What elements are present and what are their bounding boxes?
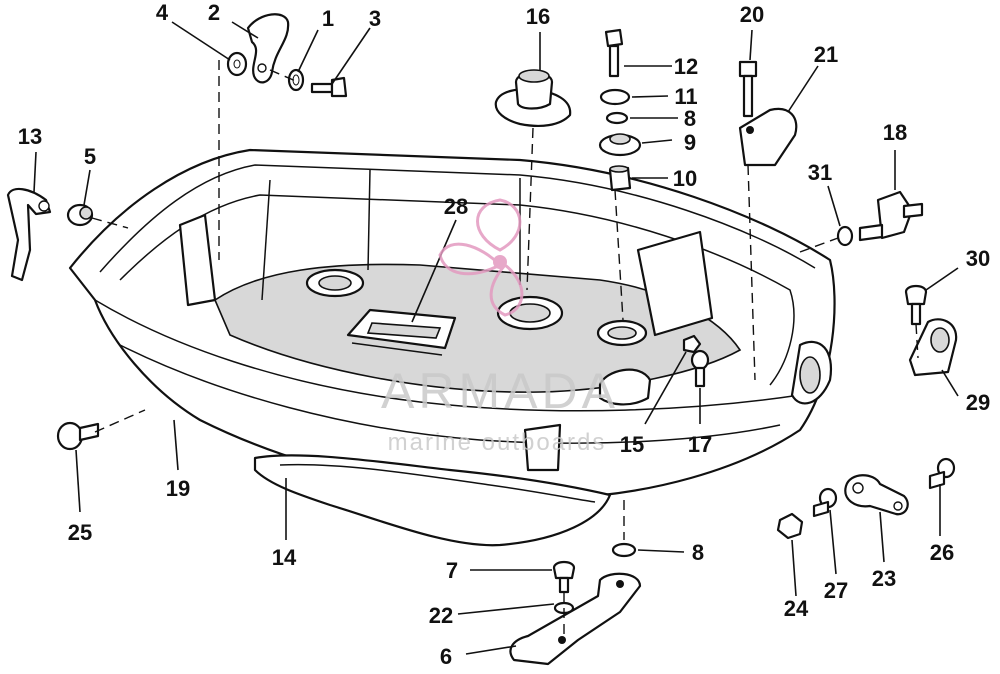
grommet-part-16 (494, 69, 572, 127)
callout-29: 29 (966, 390, 990, 415)
assembly-lines (91, 60, 919, 636)
callout-25: 25 (68, 520, 92, 545)
callout-19: 19 (166, 476, 190, 501)
washer-part-8 (605, 111, 629, 125)
watermark-tagline: marine outboards (388, 429, 607, 456)
sleeve-part-10 (608, 165, 632, 192)
callout-6: 6 (440, 644, 452, 669)
bottom-seal-part-14 (253, 454, 612, 547)
bracket-part-6 (509, 572, 642, 666)
callout-26: 26 (930, 540, 954, 565)
callout-2: 2 (208, 0, 220, 25)
callout-4: 4 (156, 0, 169, 25)
bolt-part-30 (904, 284, 928, 326)
clamp-part-29 (908, 318, 958, 377)
nut-part-24 (776, 512, 804, 540)
screw-part-27 (812, 487, 838, 518)
callout-18: 18 (883, 120, 907, 145)
screw-part-17 (690, 349, 710, 388)
washer-part-31 (836, 225, 854, 247)
washer-part-8-lower (611, 542, 637, 558)
callout-28: 28 (444, 194, 468, 219)
callout-3: 3 (369, 6, 381, 31)
callout-17: 17 (688, 432, 712, 457)
callout-27: 27 (824, 578, 848, 603)
callout-31: 31 (808, 160, 832, 185)
callout-12: 12 (674, 54, 698, 79)
callout-30: 30 (966, 246, 990, 271)
callout-16: 16 (526, 4, 550, 29)
callout-8-lower: 8 (692, 540, 704, 565)
callout-9: 9 (684, 130, 696, 155)
bolt-part-20 (738, 60, 758, 118)
bolt-part-7 (552, 560, 576, 594)
callout-20: 20 (740, 2, 764, 27)
callout-10: 10 (673, 166, 697, 191)
callout-21: 21 (814, 42, 838, 67)
washer-part-11 (599, 88, 631, 106)
callout-23: 23 (872, 566, 896, 591)
callout-1: 1 (322, 6, 334, 31)
callout-labels: 1 2 3 4 5 6 7 8 8 9 10 11 12 13 14 15 16… (18, 0, 990, 669)
washer-part-4 (226, 51, 248, 77)
seal-part-28 (346, 308, 457, 356)
bushing-part-5 (66, 203, 94, 227)
hinge-bracket-part-21 (738, 107, 798, 167)
callout-13: 13 (18, 124, 42, 149)
fitting-part-18 (858, 190, 924, 242)
callout-15: 15 (620, 432, 644, 457)
callout-22: 22 (429, 603, 453, 628)
screw-part-3 (310, 76, 348, 98)
link-part-23 (844, 474, 909, 516)
callout-24: 24 (784, 596, 809, 621)
retaining-ring-part-1 (287, 68, 305, 92)
lever-part-13 (6, 187, 52, 282)
propeller-logo (438, 198, 524, 317)
grommet-part-9 (598, 133, 642, 157)
callout-7: 7 (446, 558, 458, 583)
callout-11: 11 (674, 84, 697, 109)
bolt-part-12 (604, 28, 624, 78)
fitting-part-25 (56, 421, 100, 451)
callout-14: 14 (272, 545, 297, 570)
callout-5: 5 (84, 144, 96, 169)
leader-lines (33, 21, 959, 655)
callout-8: 8 (684, 106, 696, 131)
latch-hook-part-2 (246, 13, 290, 84)
nut-part-15 (682, 334, 702, 354)
watermark-brand: ARMADA (381, 363, 619, 419)
armada-watermark: ARMADA marine outboards (381, 198, 619, 456)
screw-part-26 (928, 457, 956, 490)
